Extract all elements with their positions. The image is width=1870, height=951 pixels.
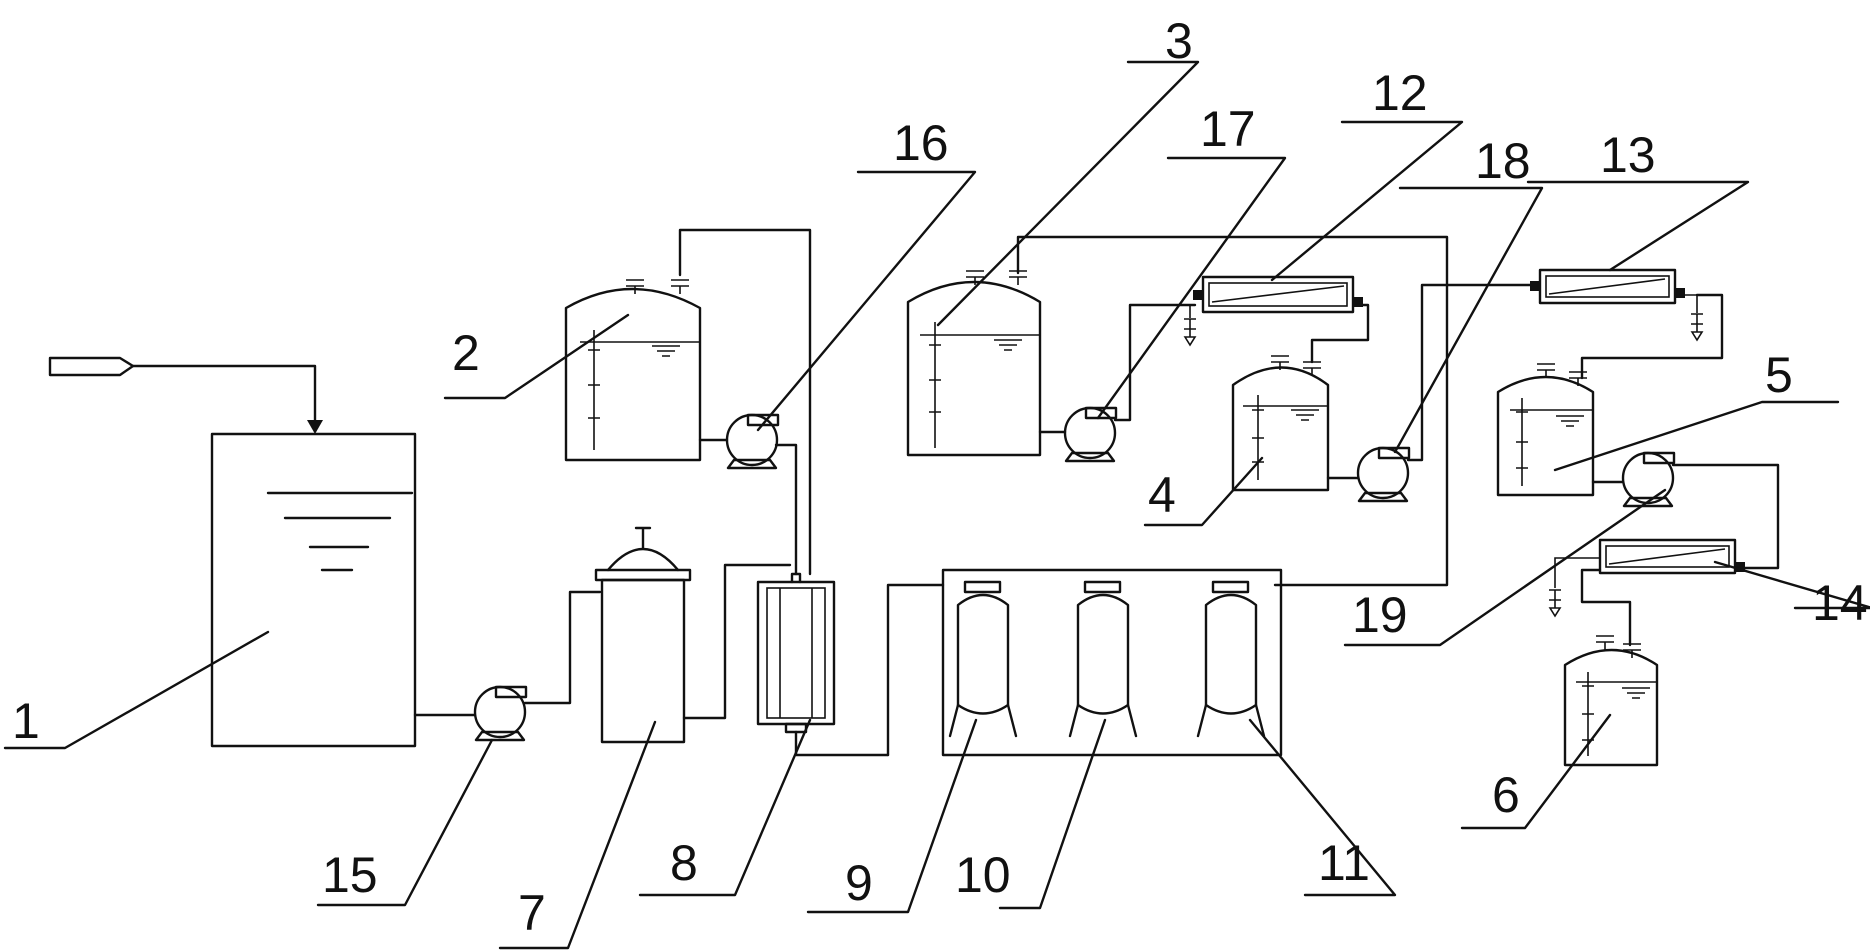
tank-4 <box>1231 355 1330 492</box>
label-17: 17 <box>1200 101 1256 157</box>
vessel-bank <box>794 568 1283 757</box>
pipe-15-7 <box>523 590 602 705</box>
label-12: 12 <box>1372 65 1428 121</box>
filter-7 <box>594 526 692 744</box>
membrane-13 <box>1530 268 1704 341</box>
vessel-11 <box>1196 580 1266 738</box>
callout-labels: 1 2 3 4 5 6 7 8 9 10 11 12 13 14 15 16 1… <box>12 13 1868 941</box>
label-4: 4 <box>1148 467 1176 523</box>
pipe-8-2 <box>678 228 812 576</box>
pipe-13-5 <box>1580 293 1724 380</box>
label-7: 7 <box>518 885 546 941</box>
label-15: 15 <box>322 847 378 903</box>
label-2: 2 <box>452 325 480 381</box>
label-10: 10 <box>955 847 1011 903</box>
vessel-10 <box>1068 580 1138 738</box>
membrane-14 <box>1548 538 1745 617</box>
vessel-9 <box>948 580 1018 738</box>
pipe-header <box>1016 235 1449 587</box>
label-8: 8 <box>670 835 698 891</box>
filter-8 <box>756 572 836 734</box>
label-14: 14 <box>1812 575 1868 631</box>
label-1: 1 <box>12 693 40 749</box>
membrane-12 <box>1183 275 1363 346</box>
tank-6 <box>1563 635 1659 767</box>
label-18: 18 <box>1475 133 1531 189</box>
tank-2 <box>564 279 702 462</box>
pipe-19-14 <box>1671 463 1780 570</box>
pump-19 <box>1621 451 1676 508</box>
pipe-8-16 <box>774 443 798 576</box>
pipe-17-12 <box>1113 303 1197 422</box>
leader-lines <box>3 60 1870 950</box>
label-5: 5 <box>1765 347 1793 403</box>
label-19: 19 <box>1352 587 1408 643</box>
label-13: 13 <box>1600 127 1656 183</box>
label-11: 11 <box>1318 835 1370 891</box>
pipe-18-13 <box>1406 283 1532 462</box>
tank-3 <box>906 270 1042 457</box>
label-9: 9 <box>845 855 873 911</box>
label-16: 16 <box>893 115 949 171</box>
pipe-12-4 <box>1310 303 1370 364</box>
pump-16 <box>725 413 780 470</box>
pump-15 <box>473 685 528 742</box>
pump-18 <box>1356 446 1411 503</box>
label-6: 6 <box>1492 767 1520 823</box>
pipe-7-8 <box>682 563 792 720</box>
raw-water-tank-1 <box>48 356 417 748</box>
tank-5 <box>1496 363 1595 497</box>
pipe-14-6 <box>1580 568 1632 647</box>
label-3: 3 <box>1165 13 1193 69</box>
pump-17 <box>1063 406 1118 463</box>
